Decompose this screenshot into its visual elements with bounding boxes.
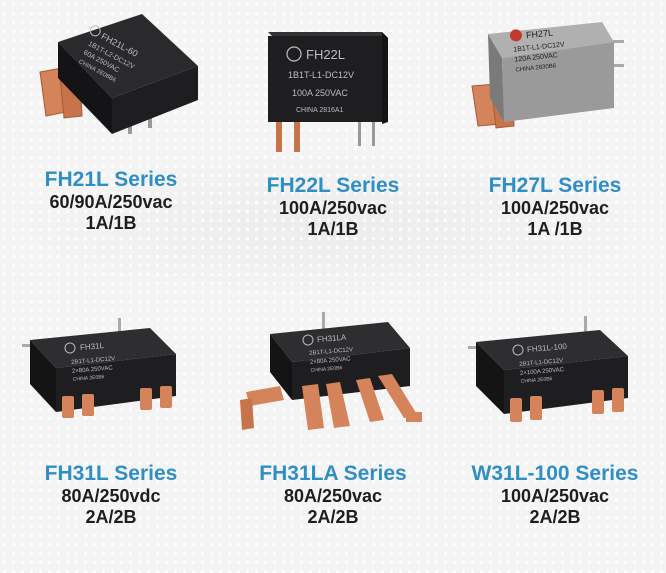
label-line-1: FH31L [80,341,105,352]
product-card-fh21l[interactable]: FH21L-60 1B1T-L2-DC12V 60A 250VAC CHINA … [0,0,222,290]
product-card-fh27l[interactable]: FH27L 1B1T-L1-DC12V 120A 250VAC CHINA 28… [444,0,666,290]
label-line-4: CHINA 2E0B6 [521,376,553,385]
contacts-text: 2A/2B [529,507,581,527]
rating-text: 80A/250vdc [61,486,161,506]
label-line-3: 100A 250VAC [292,88,348,98]
relay-image: FH31L 2B1T-L1-DC12V 2×80A 250VAC CHINA 2… [0,300,222,460]
contacts-text: 2A/2B [307,507,359,527]
relay-image: FH31L-100 2B1T-L1-DC12V 2×100A 250VAC CH… [444,300,666,460]
relay-fh31la-icon: FH31LA 2B1T-L1-DC12V 2×80A 250VAC CHINA … [240,312,422,430]
relay-image: FH21L-60 1B1T-L2-DC12V 60A 250VAC CHINA … [0,0,222,160]
contacts-text: 1A/1B [85,213,137,233]
relay-image: FH31LA 2B1T-L1-DC12V 2×80A 250VAC CHINA … [222,300,444,460]
label-line-3: 2×100A 250VAC [520,367,565,377]
series-title: FH22L Series [266,174,400,197]
label-line-4: CHINA 2816A1 [296,107,344,114]
label-line-3: 2×80A 250VAC [72,365,114,375]
series-title: FH21L Series [44,168,178,191]
label-line-2: 2B1T-L1-DC12V [71,356,115,366]
series-title: FH27L Series [488,174,622,197]
product-card-fh31l[interactable]: FH31L 2B1T-L1-DC12V 2×80A 250VAC CHINA 2… [0,300,222,573]
relay-fh31l-icon: FH31L 2B1T-L1-DC12V 2×80A 250VAC CHINA 2… [22,318,176,418]
label-line-2: 2B1T-L1-DC12V [309,347,353,357]
label-line-4: CHINA 2E0B6 [310,365,342,374]
label-line-3: 120A 250VAC [514,52,558,64]
series-title: W31L-100 Series [471,462,639,485]
rating-text: 100A/250vac [500,198,610,218]
relay-image: FH22L 1B1T-L1-DC12V 100A 250VAC CHINA 28… [222,0,444,160]
relay-w31l-100-icon: FH31L-100 2B1T-L1-DC12V 2×100A 250VAC CH… [468,316,628,422]
relay-fh21l-icon: FH21L-60 1B1T-L2-DC12V 60A 250VAC CHINA … [39,14,198,134]
rating-text: 80A/250vac [283,486,383,506]
label-line-1: FH31LA [317,333,348,345]
label-line-2: 2B1T-L1-DC12V [519,358,563,368]
contacts-text: 1A/1B [307,219,359,239]
series-title: FH31LA Series [259,462,407,485]
label-line-1: FH22L [306,47,345,62]
label-line-4: CHINA 2830B6 [515,63,557,73]
product-card-w31l-100[interactable]: FH31L-100 2B1T-L1-DC12V 2×100A 250VAC CH… [444,300,666,573]
contacts-text: 1A /1B [527,219,583,239]
relay-fh22l-icon: FH22L 1B1T-L1-DC12V 100A 250VAC CHINA 28… [268,32,388,152]
series-title: FH31L Series [44,462,178,485]
contacts-text: 2A/2B [85,507,137,527]
relay-fh27l-icon: FH27L 1B1T-L1-DC12V 120A 250VAC CHINA 28… [471,22,624,129]
label-line-1: FH27L [525,28,553,41]
rating-text: 100A/250vac [278,198,388,218]
rating-text: 60/90A/250vac [49,192,173,212]
product-card-fh31la[interactable]: FH31LA 2B1T-L1-DC12V 2×80A 250VAC CHINA … [222,300,444,573]
label-line-3: 2×80A 250VAC [310,356,352,366]
product-card-fh22l[interactable]: FH22L 1B1T-L1-DC12V 100A 250VAC CHINA 28… [222,0,444,290]
label-line-1: FH31L-100 [527,342,568,355]
rating-text: 100A/250vac [500,486,610,506]
label-line-4: CHINA 2E0B6 [73,374,105,383]
label-line-2: 1B1T-L1-DC12V [288,70,354,80]
relay-image: FH27L 1B1T-L1-DC12V 120A 250VAC CHINA 28… [444,0,666,160]
